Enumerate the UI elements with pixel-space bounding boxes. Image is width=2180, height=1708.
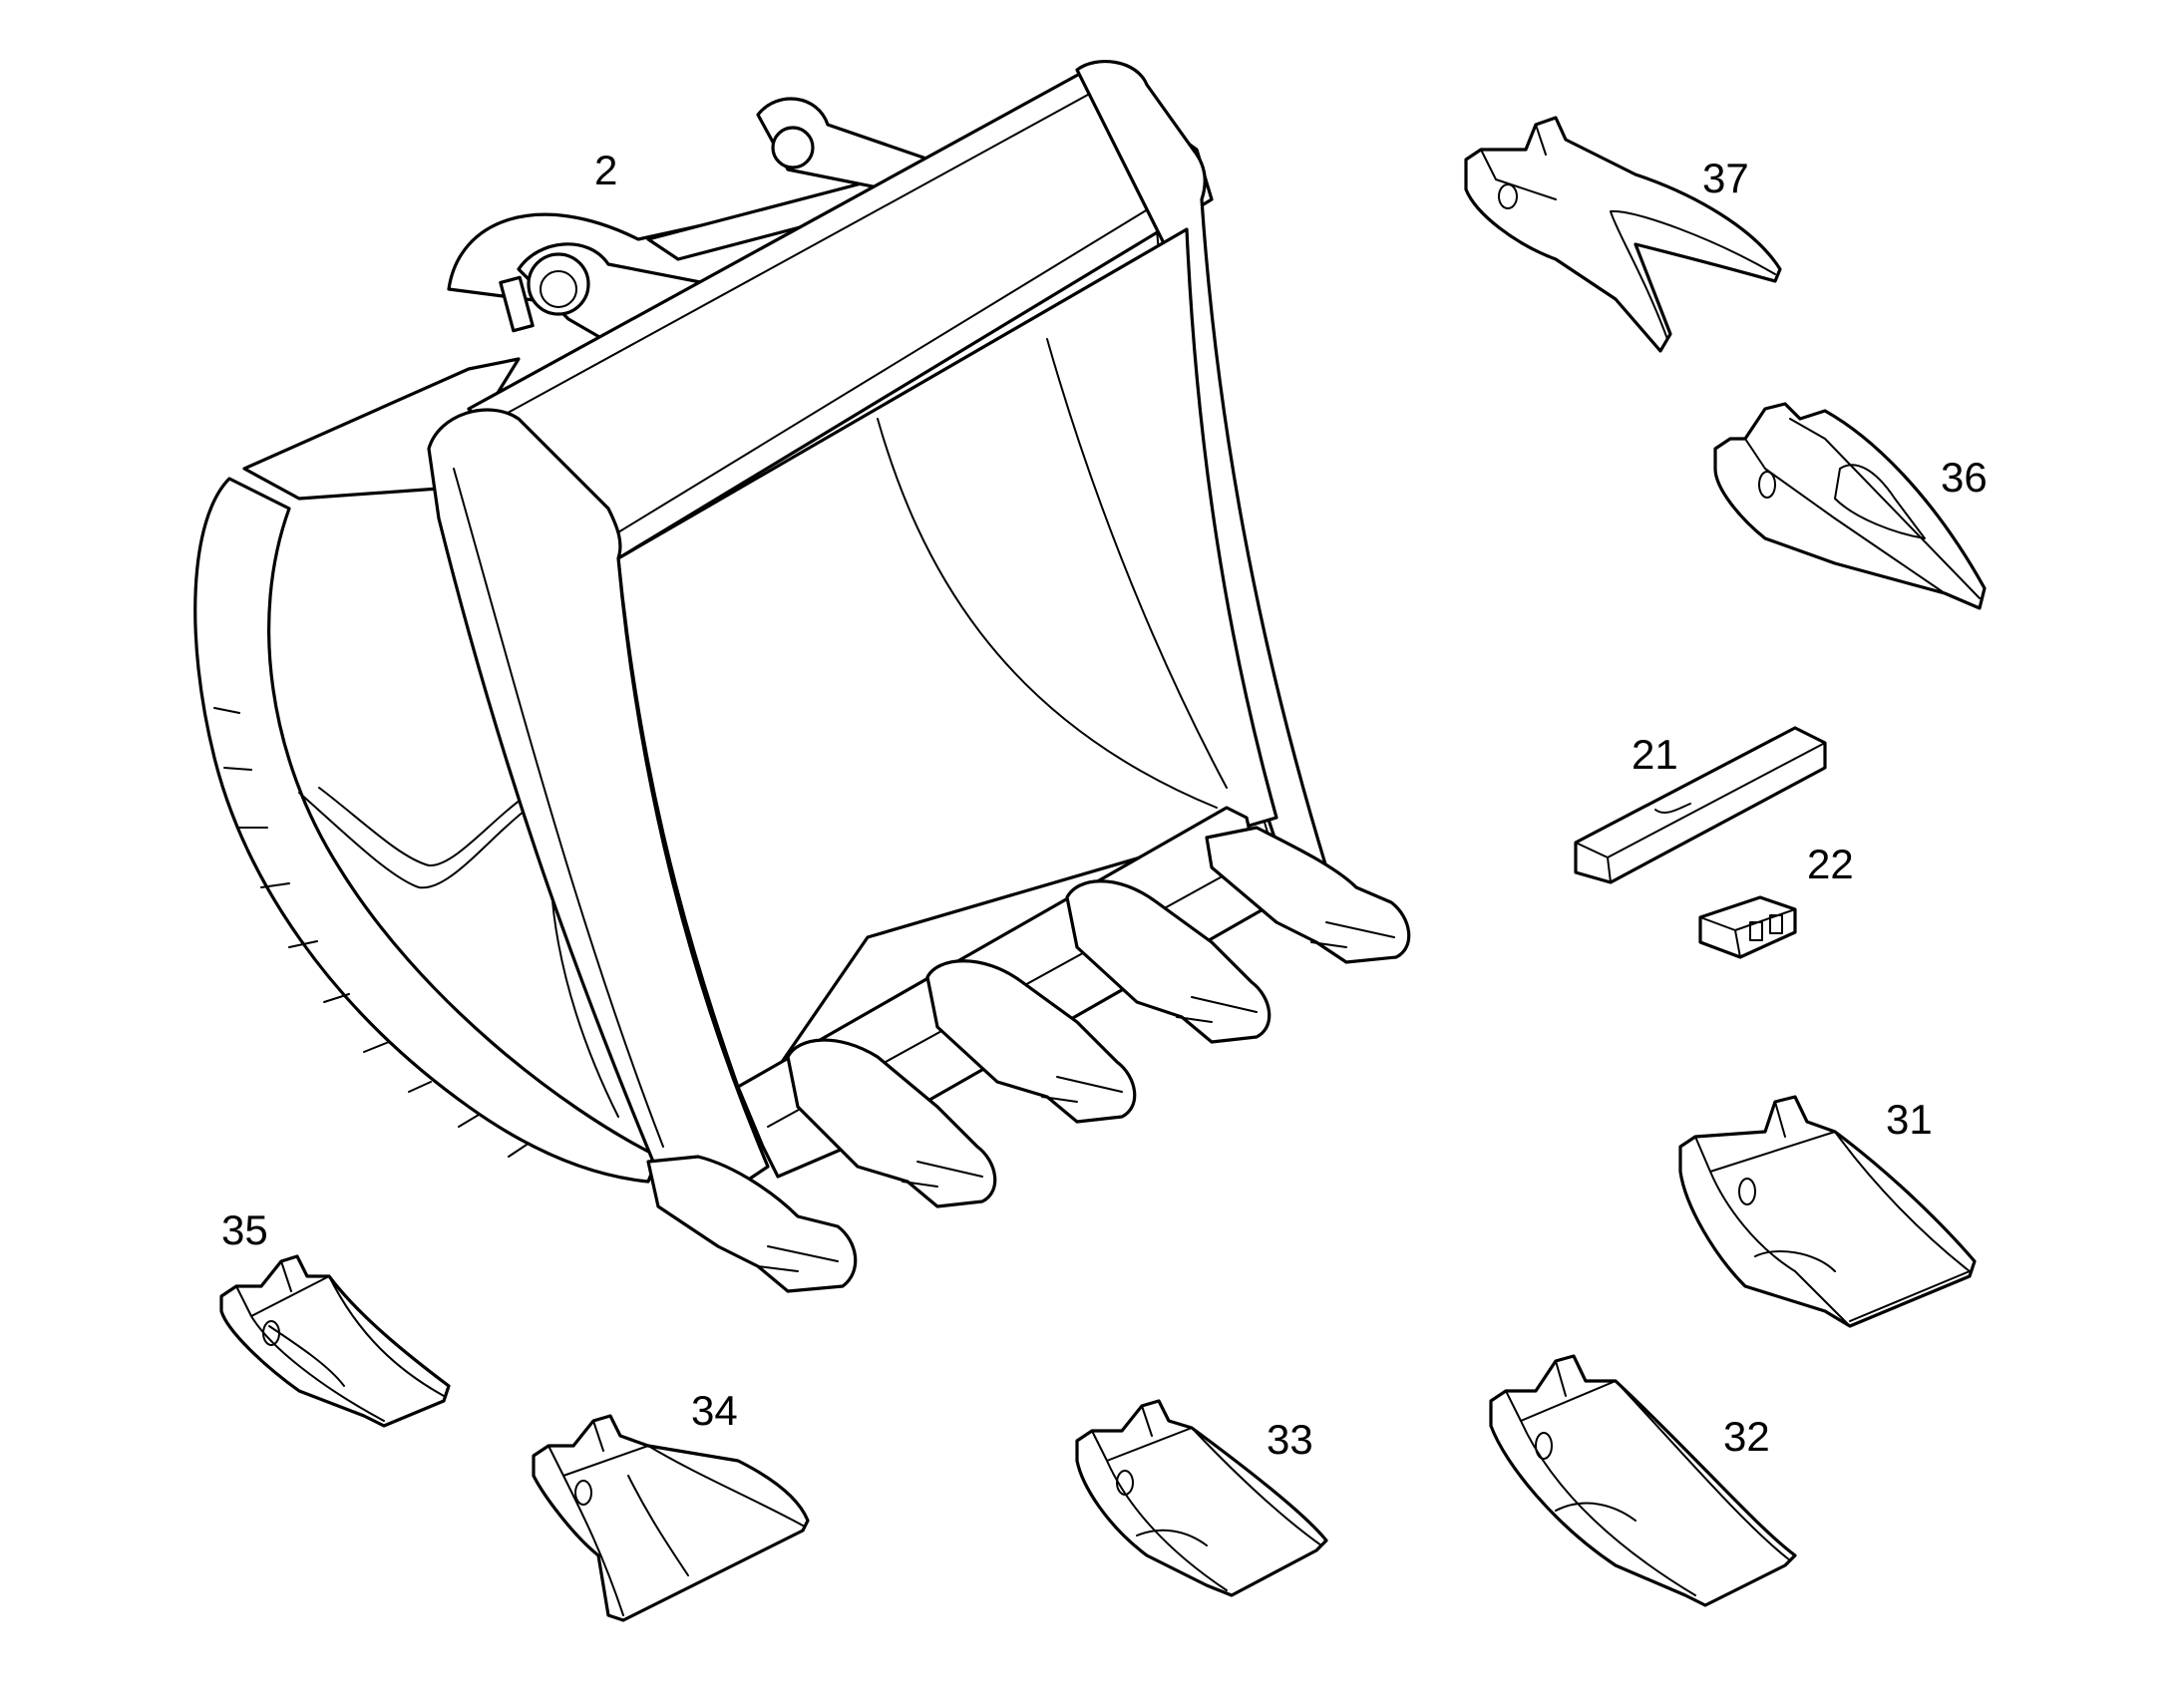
callout-tooth-36: 36 <box>1941 454 1988 501</box>
bucket-tooth-3 <box>925 959 1137 1124</box>
retainer-22[interactable] <box>1698 895 1797 959</box>
ear-pin-hole-left-inner <box>540 270 577 308</box>
callout-retainer-22: 22 <box>1807 841 1854 887</box>
callout-tooth-34: 34 <box>691 1387 738 1434</box>
bucket-assembly[interactable] <box>193 60 1411 1293</box>
tooth-35[interactable] <box>219 1254 451 1428</box>
wear-strips <box>213 707 528 1158</box>
upper-ear-hole <box>771 126 815 170</box>
inner-wall-curve <box>877 418 1218 809</box>
side-gusset-inner <box>318 787 525 867</box>
bucket-tooth-4 <box>1065 879 1272 1044</box>
callout-tooth-35: 35 <box>221 1206 268 1253</box>
ear-pin-hole-left <box>527 252 590 316</box>
adapter-37[interactable] <box>1464 116 1782 353</box>
top-front-beam-edge <box>478 89 1198 539</box>
callout-adapter-37: 37 <box>1702 155 1749 201</box>
side-plate-left <box>427 408 770 1189</box>
tooth-34[interactable] <box>532 1414 810 1622</box>
callout-bucket: 2 <box>594 147 618 193</box>
tooth-32[interactable] <box>1489 1354 1797 1607</box>
bucket-tooth-2 <box>786 1038 997 1208</box>
side-gusset <box>298 792 619 1118</box>
pin-21[interactable] <box>1574 726 1827 884</box>
tooth-36[interactable] <box>1713 402 1987 610</box>
callout-tooth-32: 32 <box>1723 1413 1770 1460</box>
bucket-tooth-1 <box>646 1155 858 1293</box>
side-plate-left-inner <box>453 468 664 1148</box>
callout-pin-21: 21 <box>1632 731 1678 778</box>
tooth-31[interactable] <box>1678 1095 1977 1328</box>
inner-wall-line <box>1046 338 1228 789</box>
tooth-33[interactable] <box>1075 1399 1328 1597</box>
bucket-shell <box>193 477 660 1184</box>
bucket-teeth <box>646 826 1411 1293</box>
callout-tooth-33: 33 <box>1267 1416 1313 1463</box>
callout-tooth-31: 31 <box>1886 1096 1933 1143</box>
lug-bracket-left <box>499 275 535 333</box>
